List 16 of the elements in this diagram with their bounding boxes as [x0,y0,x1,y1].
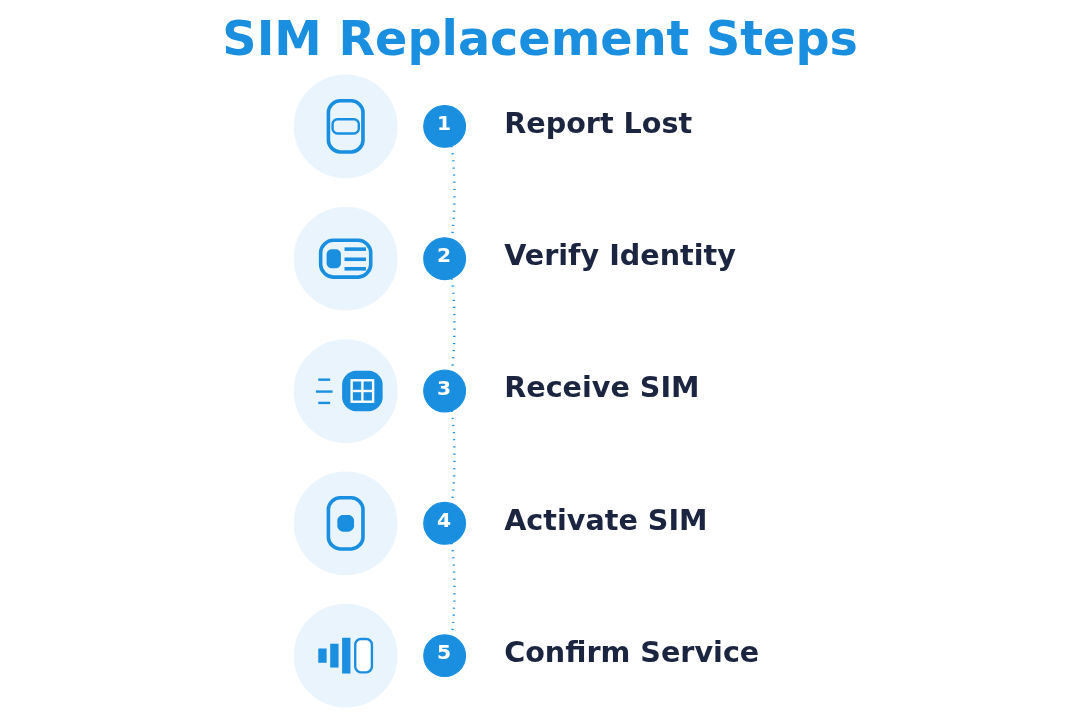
node-label: Activate SIM [504,502,708,537]
node-label: Confirm Service [504,634,760,669]
node-label: Report Lost [504,105,693,140]
node-label: Receive SIM [504,370,700,405]
node-circle: 5 [423,634,467,678]
node-picture [293,339,398,443]
node-label: Verify Identity [504,237,736,272]
node-circle: 1 [423,104,467,148]
diagram-title: SIM Replacement Steps [222,10,858,66]
node-picture [293,206,398,311]
node-picture [293,603,398,708]
node-picture [293,74,398,179]
node-circle: 4 [423,501,467,545]
node-circle: 3 [423,369,467,413]
node-picture [293,471,398,576]
node-circle: 2 [423,237,467,281]
